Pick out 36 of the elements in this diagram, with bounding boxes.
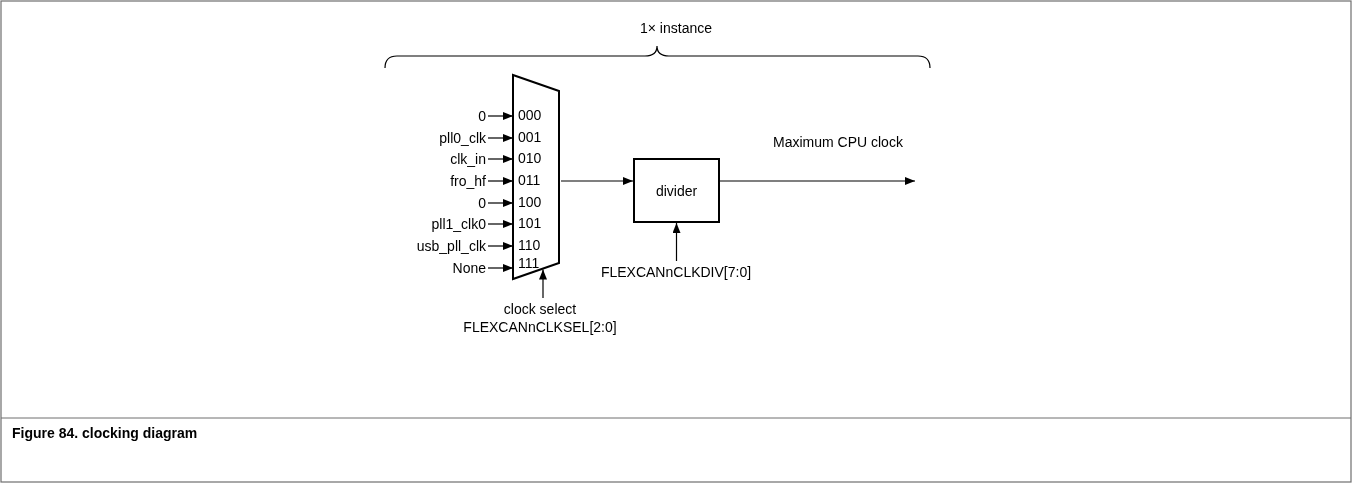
block-label: divider [654, 181, 699, 201]
arrow [719, 177, 916, 185]
signal-label: usb_pll_clk [416, 237, 486, 255]
signal-label: pll1_clk0 [431, 215, 486, 233]
select-code: 100 [518, 194, 542, 211]
signal-label: FLEXCANnCLKSEL[2:0] [463, 318, 617, 336]
select-code: 111 [518, 255, 540, 272]
select-code: 010 [518, 150, 542, 167]
arrow [487, 242, 514, 250]
arrow [672, 222, 681, 262]
select-code: 011 [518, 172, 541, 189]
signal-label: fro_hf [450, 172, 486, 190]
signal-label: None [452, 259, 486, 277]
multiplexer [513, 75, 559, 279]
signal-label: FLEXCANnCLKDIV[7:0] [600, 263, 752, 281]
signal-label: 0 [478, 194, 486, 212]
figure-caption: Figure 84. clocking diagram [12, 425, 198, 442]
select-code: 000 [518, 107, 542, 124]
arrow [487, 177, 514, 185]
arrow [487, 112, 514, 120]
signal-label: 0 [478, 107, 486, 125]
group-label: 1× instance [639, 20, 713, 37]
signal-label: pll0_clk [439, 129, 486, 147]
arrow [487, 199, 514, 207]
select-code: 101 [518, 215, 542, 232]
arrow [487, 155, 514, 163]
arrow [487, 220, 514, 228]
arrow [539, 268, 547, 299]
arrow [560, 177, 634, 185]
signal-label: clk_in [450, 150, 486, 168]
select-code: 110 [518, 237, 541, 254]
note-label: Maximum CPU clock [773, 134, 903, 151]
select-code: 001 [518, 129, 542, 146]
arrow [487, 264, 514, 272]
signal-label: clock select [503, 300, 577, 318]
arrow [487, 134, 514, 142]
